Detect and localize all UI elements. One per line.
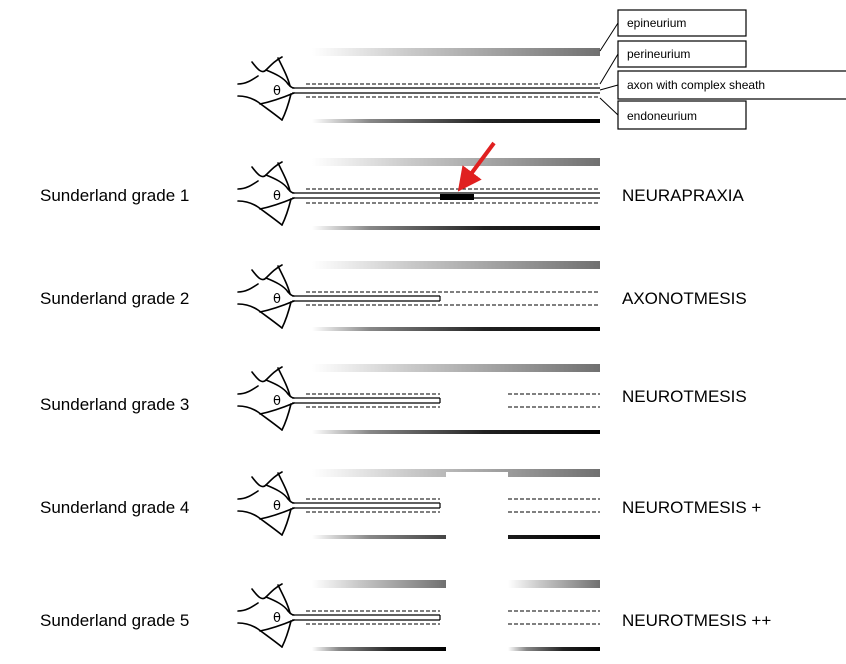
grade-3-classification: NEUROTMESIS [622, 387, 747, 406]
neuron-dendrite-line [251, 161, 283, 178]
grade-1-conduction-block [440, 194, 474, 200]
neuron-nucleus: θ [273, 499, 281, 514]
grade-1-label: Sunderland grade 1 [40, 186, 189, 205]
grade-1-epineurium-band [312, 158, 600, 166]
neuron-dendrite-line [251, 366, 283, 383]
reference-epineurium-band [312, 48, 600, 56]
legend-endoneurium-text: endoneurium [627, 109, 697, 123]
neuron-dendrite-line [281, 403, 292, 431]
leader-axon [599, 84, 619, 91]
grade-3-endoneurium-band [312, 430, 600, 434]
neuron-dendrite-line [237, 622, 283, 648]
neuron-dendrite-line [281, 93, 292, 121]
leader-epineurium [599, 22, 619, 52]
grade-1-row: Sunderland grade 1 θ NEURAPRAXIA [40, 141, 745, 230]
leader-perineurium [599, 53, 619, 85]
neuron-dendrite-line [277, 162, 291, 192]
reference-nerve-row: θ [237, 48, 600, 123]
reference-endoneurium-band [312, 119, 600, 123]
grade-5-neuron: θ [237, 583, 295, 648]
grade-5-epineurium-band-distal [508, 580, 600, 588]
grade-5-epineurium-band-proximal [312, 580, 446, 588]
neuron-dendrite-line [251, 583, 283, 600]
reference-neuron: θ [237, 56, 295, 121]
neuron-dendrite-line [251, 471, 283, 488]
leader-endoneurium [599, 97, 619, 116]
legend-box-axon [617, 70, 846, 100]
grade-4-neuron: θ [237, 471, 295, 536]
neuron-nucleus: θ [273, 189, 281, 204]
legend-axon-text: axon with complex sheath [627, 78, 765, 92]
neuron-dendrite-line [237, 180, 259, 190]
neuron-dendrite-line [277, 584, 291, 614]
grade-4-label: Sunderland grade 4 [40, 498, 189, 517]
grade-1-classification: NEURAPRAXIA [622, 186, 745, 205]
grade-4-perineurium-gap [446, 472, 508, 542]
neuron-dendrite-line [281, 198, 292, 226]
neuron-dendrite-line [251, 264, 283, 281]
grade-4-row: Sunderland grade 4 θ NEUROTMESIS + [40, 469, 761, 542]
grade-2-label: Sunderland grade 2 [40, 289, 189, 308]
neuron-dendrite-line [237, 490, 259, 500]
grade-1-neuron: θ [237, 161, 295, 226]
grade-5-classification: NEUROTMESIS ++ [622, 611, 771, 630]
neuron-nucleus: θ [273, 292, 281, 307]
neuron-dendrite-line [281, 508, 292, 536]
neuron-dendrite-line [237, 303, 283, 329]
neuron-nucleus: θ [273, 394, 281, 409]
neuron-dendrite-line [237, 283, 259, 293]
neuron-nucleus: θ [273, 611, 281, 626]
grade-3-epineurium-band [312, 364, 600, 372]
grade-5-row: Sunderland grade 5 θ NEUROTMESIS ++ [40, 580, 771, 651]
legend-perineurium-text: perineurium [627, 47, 690, 61]
neuron-dendrite-line [237, 200, 283, 226]
grade-5-endoneurium-band-proximal [312, 647, 446, 651]
neuron-dendrite-line [277, 265, 291, 295]
grade-1-red-arrow [457, 141, 496, 192]
neuron-nucleus: θ [273, 84, 281, 99]
neuron-dendrite-line [237, 602, 259, 612]
neuron-dendrite-line [237, 95, 283, 121]
neuron-dendrite-line [277, 367, 291, 397]
neuron-dendrite-line [237, 385, 259, 395]
neuron-dendrite-line [277, 472, 291, 502]
neuron-dendrite-line [251, 56, 283, 73]
grade-5-endoneurium-band-distal [508, 647, 600, 651]
grade-3-label: Sunderland grade 3 [40, 395, 189, 414]
grade-3-neuron: θ [237, 366, 295, 431]
grade-2-epineurium-band [312, 261, 600, 269]
legend: epineurium perineurium axon with complex… [599, 9, 846, 130]
grade-3-row: Sunderland grade 3 θ NEUROTMESIS [40, 364, 747, 434]
grade-4-classification: NEUROTMESIS + [622, 498, 761, 517]
grade-1-endoneurium-band [312, 226, 600, 230]
neuron-dendrite-line [237, 405, 283, 431]
neuron-dendrite-line [281, 301, 292, 329]
legend-epineurium-text: epineurium [627, 16, 686, 30]
grade-2-row: Sunderland grade 2 θ AXONOTMESIS [40, 261, 747, 331]
grade-2-neuron: θ [237, 264, 295, 329]
neuron-dendrite-line [237, 510, 283, 536]
grade-5-label: Sunderland grade 5 [40, 611, 189, 630]
grade-2-classification: AXONOTMESIS [622, 289, 747, 308]
legend-box-perineurium [617, 40, 747, 68]
grade-2-endoneurium-band [312, 327, 600, 331]
legend-box-epineurium [617, 9, 747, 37]
neuron-dendrite-line [281, 620, 292, 648]
neuron-dendrite-line [237, 75, 259, 85]
neuron-dendrite-line [277, 57, 291, 87]
